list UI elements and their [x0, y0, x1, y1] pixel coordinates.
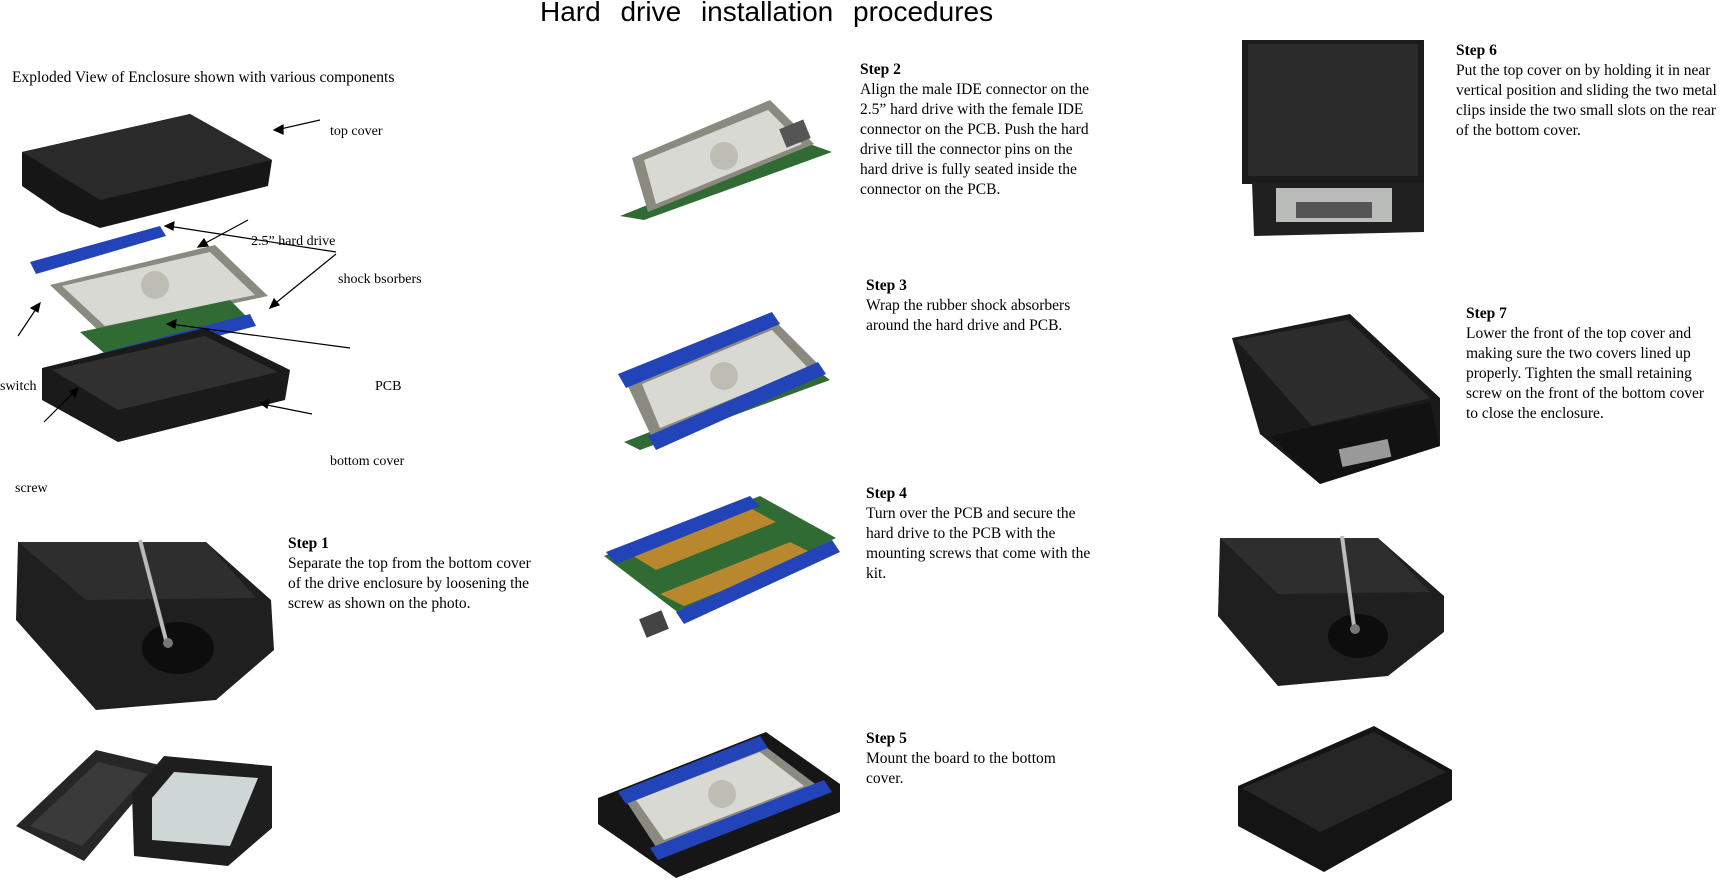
label-bottom-cover: bottom cover	[330, 454, 405, 469]
step1-line: Separate the top from the bottom cover	[288, 555, 531, 572]
step6-photo	[1242, 40, 1424, 236]
step4-line: mounting screws that come with the	[866, 545, 1091, 562]
step7-photo	[1232, 314, 1440, 484]
step5-line: cover.	[866, 770, 904, 787]
step6-line: clips inside the two small slots on the …	[1456, 102, 1717, 119]
step5-block: Step 5 Mount the board to the bottom cov…	[866, 729, 1056, 789]
step4-line: kit.	[866, 565, 887, 582]
shock-absorber-top	[30, 226, 166, 274]
step4-line: hard drive to the PCB with the	[866, 525, 1056, 542]
label-screw: screw	[15, 481, 48, 496]
step3-title: Step 3	[866, 277, 907, 294]
step1-photo-screwdriver	[16, 539, 274, 710]
step2-block: Step 2 Align the male IDE connector on t…	[860, 60, 1089, 200]
step3-line: Wrap the rubber shock absorbers	[866, 297, 1071, 314]
step1-block: Step 1 Separate the top from the bottom …	[288, 534, 531, 614]
step4-title: Step 4	[866, 485, 907, 502]
step2-line: 2.5” hard drive with the female IDE	[860, 101, 1084, 118]
step6-line: Put the top cover on by holding it in ne…	[1456, 62, 1711, 79]
step2-photo	[620, 100, 832, 220]
step2-line: connector on the PCB.	[860, 181, 1001, 198]
step1-photo-opened-enclosure	[16, 750, 272, 866]
step2-title: Step 2	[860, 61, 901, 78]
finished-enclosure-photo	[1238, 726, 1452, 872]
step3-block: Step 3 Wrap the rubber shock absorbers a…	[866, 276, 1070, 336]
step3-photo	[618, 312, 830, 450]
step7-line: Lower the front of the top cover and	[1466, 325, 1692, 342]
step7-line: screw on the front of the bottom cover	[1466, 385, 1705, 402]
step7-block: Step 7 Lower the front of the top cover …	[1466, 304, 1704, 424]
label-switch: switch	[0, 379, 37, 394]
step5-photo	[598, 732, 840, 878]
label-top-cover: top cover	[330, 124, 383, 139]
step7-photo-screwdriver	[1218, 535, 1444, 686]
step7-line: properly. Tighten the small retaining	[1466, 365, 1692, 382]
arrow-icons	[17, 119, 351, 423]
step2-line: drive till the connector pins on the	[860, 141, 1073, 158]
step2-line: Align the male IDE connector on the	[860, 81, 1089, 98]
step7-line: to close the enclosure.	[1466, 405, 1604, 422]
step6-line: of the bottom cover.	[1456, 122, 1581, 139]
step4-line: Turn over the PCB and secure the	[866, 505, 1076, 522]
step3-line: around the hard drive and PCB.	[866, 317, 1063, 334]
step5-line: Mount the board to the bottom	[866, 750, 1056, 767]
step1-line: of the drive enclosure by loosening the	[288, 575, 530, 592]
step5-title: Step 5	[866, 730, 907, 747]
step6-line: vertical position and sliding the two me…	[1456, 82, 1717, 99]
step1-line: screw as shown on the photo.	[288, 595, 471, 612]
top-cover-photo	[22, 114, 272, 228]
hard-drive-photo	[50, 245, 268, 332]
step6-title: Step 6	[1456, 42, 1497, 59]
step7-title: Step 7	[1466, 305, 1507, 322]
step2-line: connector on the PCB. Push the hard	[860, 121, 1089, 138]
step2-line: hard drive is fully seated inside the	[860, 161, 1077, 178]
step4-block: Step 4 Turn over the PCB and secure the …	[866, 484, 1090, 584]
pcb-photo	[80, 300, 255, 358]
exploded-view-diagram	[17, 114, 351, 442]
step7-line: making sure the two covers lined up	[1466, 345, 1691, 362]
label-pcb: PCB	[375, 379, 402, 394]
step6-block: Step 6 Put the top cover on by holding i…	[1456, 41, 1717, 141]
label-shock-absorbers: shock bsorbers	[338, 272, 422, 287]
step4-photo	[604, 496, 840, 638]
page-title: Hard drive installation procedures	[540, 0, 994, 27]
step1-title: Step 1	[288, 535, 329, 552]
bottom-cover-photo	[42, 328, 290, 442]
label-hard-drive: 2.5” hard drive	[251, 234, 336, 249]
exploded-view-caption: Exploded View of Enclosure shown with va…	[12, 69, 395, 86]
